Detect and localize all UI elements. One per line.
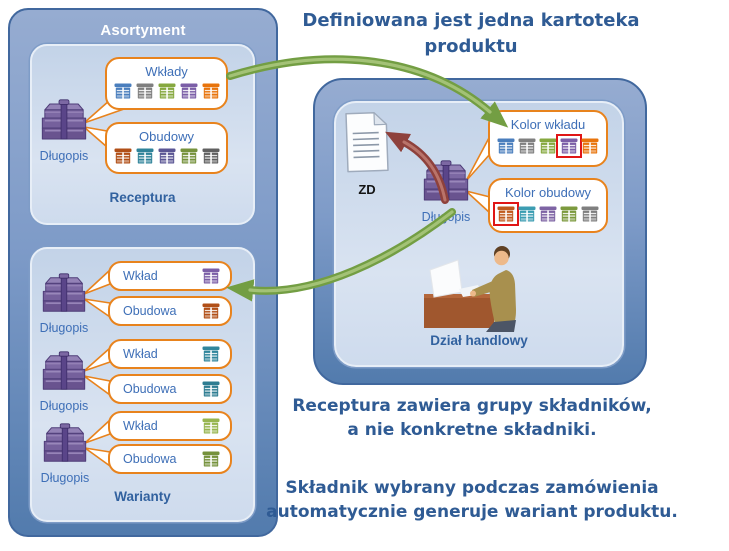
component-icon xyxy=(581,206,599,222)
note-line: Składnik wybrany podczas zamówienia xyxy=(285,478,659,498)
callout-title: Kolor wkładu xyxy=(510,117,586,132)
component-icon xyxy=(180,148,198,164)
callout-kolor-obudowy: Kolor obudowy xyxy=(488,178,608,233)
note-line: Receptura zawiera grupy składników, xyxy=(292,396,652,416)
component-icon xyxy=(581,138,599,154)
component-icon-row xyxy=(107,148,226,164)
component-icon-selected xyxy=(493,202,519,226)
callout-variant2-obudowa: Obudowa xyxy=(108,374,232,404)
title-line-1: Definiowana jest jedna kartoteka xyxy=(302,10,640,31)
row-label: Obudowa xyxy=(123,304,177,318)
component-icon xyxy=(202,303,220,319)
row-label: Wkład xyxy=(123,419,158,433)
callout-title: Obudowy xyxy=(139,129,194,144)
title-line-2: produktu xyxy=(424,36,518,58)
callout-variant2-wklad: Wkład xyxy=(108,339,232,369)
note-receptura: Receptura zawiera grupy składników, a ni… xyxy=(272,395,672,443)
component-icon xyxy=(518,138,536,154)
row-label: Obudowa xyxy=(123,382,177,396)
component-icon xyxy=(158,83,176,99)
component-icon xyxy=(114,148,132,164)
component-icon-row xyxy=(490,202,606,226)
assortment-title: Asortyment xyxy=(100,22,186,39)
component-icon xyxy=(539,206,557,222)
component-icon xyxy=(180,83,198,99)
callout-wklady: Wkłady xyxy=(105,57,228,110)
product-label: Długopis xyxy=(39,399,89,413)
product-label: Długopis xyxy=(40,471,90,485)
department-label: Dział handlowy xyxy=(430,333,528,348)
product-stack-icon xyxy=(40,351,88,394)
callout-kolor-wkladu: Kolor wkładu xyxy=(488,110,608,167)
component-icon xyxy=(518,206,536,222)
callout-variant1-obudowa: Obudowa xyxy=(108,296,232,326)
component-icon xyxy=(497,138,515,154)
callout-variant3-wklad: Wkład xyxy=(108,411,232,441)
component-icon-row xyxy=(490,134,606,158)
note-line: a nie konkretne składniki. xyxy=(347,419,597,440)
product-dlugopis-variant-2: Długopis xyxy=(37,351,91,413)
row-label: Wkład xyxy=(123,269,158,283)
document-icon xyxy=(345,111,389,173)
product-stack-icon xyxy=(39,99,89,144)
component-icon xyxy=(202,83,220,99)
product-label: Długopis xyxy=(39,321,89,335)
receptura-label: Receptura xyxy=(109,190,176,205)
row-label: Obudowa xyxy=(123,452,177,466)
component-icon-selected xyxy=(556,134,582,158)
component-icon xyxy=(560,206,578,222)
row-label: Wkład xyxy=(123,347,158,361)
callout-obudowy: Obudowy xyxy=(105,122,228,174)
note-line: automatycznie generuje wariant produktu. xyxy=(266,501,678,522)
component-icon xyxy=(202,148,220,164)
component-icon xyxy=(114,83,132,99)
component-icon xyxy=(202,451,220,467)
product-label: Długopis xyxy=(421,210,471,224)
component-icon xyxy=(136,148,154,164)
product-dlugopis-variant-1: Długopis xyxy=(37,273,91,335)
note-skladnik: Składnik wybrany podczas zamówienia auto… xyxy=(250,477,694,525)
component-icon-row xyxy=(107,83,226,99)
callout-variant1-wklad: Wkład xyxy=(108,261,232,291)
component-icon xyxy=(202,268,220,284)
person-desk-icon xyxy=(424,246,516,332)
product-dlugopis-receptura: Długopis xyxy=(36,99,92,163)
document-label: ZD xyxy=(358,182,376,197)
zd-document: ZD xyxy=(345,111,389,197)
callout-title: Kolor obudowy xyxy=(505,185,591,200)
product-label: Długopis xyxy=(39,149,89,163)
component-icon xyxy=(158,148,176,164)
product-stack-icon xyxy=(40,273,88,316)
callout-title: Wkłady xyxy=(145,64,188,79)
diagram-title: Definiowana jest jedna kartoteka produkt… xyxy=(286,8,656,60)
callout-variant3-obudowa: Obudowa xyxy=(108,444,232,474)
component-icon xyxy=(202,346,220,362)
component-icon xyxy=(202,418,220,434)
product-dlugopis-variant-3: Długopis xyxy=(38,423,92,485)
product-dlugopis-order: Długopis xyxy=(418,160,474,224)
product-stack-icon xyxy=(421,160,471,205)
product-stack-icon xyxy=(41,423,89,466)
component-icon xyxy=(136,83,154,99)
component-icon xyxy=(202,381,220,397)
component-icon xyxy=(539,138,557,154)
warianty-label: Warianty xyxy=(114,489,171,504)
